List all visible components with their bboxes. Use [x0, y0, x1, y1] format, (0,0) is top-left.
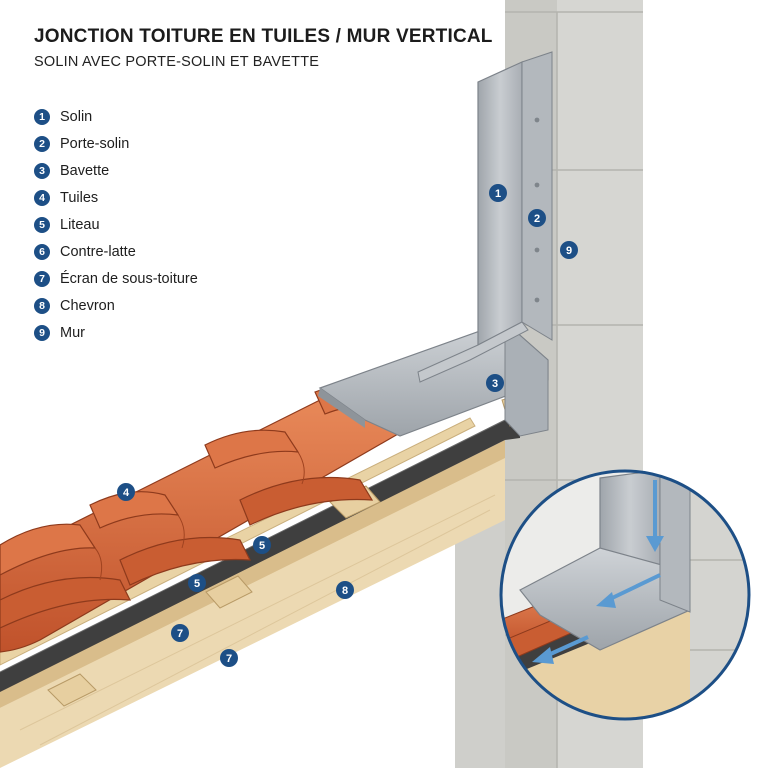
- roof-tiles: [0, 384, 407, 653]
- svg-text:7: 7: [177, 628, 183, 640]
- legend-number-badge: 1: [34, 108, 50, 125]
- legend-label: Liteau: [60, 216, 100, 233]
- callout-7-upper: 7: [171, 624, 189, 642]
- svg-text:4: 4: [123, 487, 130, 499]
- legend-number-badge: 4: [34, 189, 50, 206]
- callout-4: 4: [117, 483, 135, 501]
- legend-number-badge: 7: [34, 270, 50, 287]
- callout-1: 1: [489, 184, 507, 202]
- svg-text:9: 9: [566, 245, 572, 257]
- callout-3: 3: [486, 374, 504, 392]
- legend-item-tuiles: 4 Tuiles: [34, 184, 198, 211]
- legend-label: Chevron: [60, 297, 115, 314]
- legend-label: Tuiles: [60, 189, 99, 206]
- legend-item-solin: 1 Solin: [34, 103, 198, 130]
- legend-number-badge: 6: [34, 243, 50, 260]
- legend-item-chevron: 8 Chevron: [34, 292, 198, 319]
- legend-item-ecran: 7 Écran de sous-toiture: [34, 265, 198, 292]
- page-subtitle: SOLIN AVEC PORTE-SOLIN ET BAVETTE: [34, 54, 320, 70]
- svg-text:5: 5: [259, 540, 265, 552]
- legend-label: Bavette: [60, 162, 110, 179]
- callout-8: 8: [336, 581, 354, 599]
- legend-number-badge: 9: [34, 324, 50, 341]
- apron-flashing: [318, 320, 549, 437]
- rafter: [0, 440, 505, 768]
- legend-item-contre-latte: 6 Contre-latte: [34, 238, 198, 265]
- svg-text:1: 1: [495, 188, 501, 200]
- svg-text:2: 2: [534, 213, 540, 225]
- flashing-holder: [521, 51, 553, 341]
- svg-text:8: 8: [342, 585, 348, 597]
- callout-7-lower: 7: [220, 649, 238, 667]
- water-flow-arrows: [532, 480, 664, 664]
- legend: 1 Solin 2 Porte-solin 3 Bavette 4 Tuiles…: [34, 103, 198, 346]
- page-title: JONCTION TOITURE EN TUILES / MUR VERTICA…: [34, 26, 493, 47]
- svg-text:3: 3: [492, 378, 498, 390]
- legend-label: Solin: [60, 108, 93, 125]
- legend-label: Porte-solin: [60, 135, 130, 152]
- legend-item-bavette: 3 Bavette: [34, 157, 198, 184]
- legend-number-badge: 5: [34, 216, 50, 233]
- legend-item-mur: 9 Mur: [34, 319, 198, 346]
- svg-text:5: 5: [194, 578, 200, 590]
- legend-label: Contre-latte: [60, 243, 136, 260]
- callout-2: 2: [528, 209, 546, 227]
- svg-text:7: 7: [226, 653, 232, 665]
- legend-number-badge: 2: [34, 135, 50, 152]
- underlay-membrane: [0, 419, 520, 692]
- legend-label: Mur: [60, 324, 85, 341]
- callout-5-lower: 5: [188, 574, 206, 592]
- legend-number-badge: 3: [34, 162, 50, 179]
- legend-label: Écran de sous-toiture: [60, 270, 198, 287]
- callout-5-upper: 5: [253, 536, 271, 554]
- legend-number-badge: 8: [34, 297, 50, 314]
- callout-9: 9: [560, 241, 578, 259]
- legend-item-liteau: 5 Liteau: [34, 211, 198, 238]
- counter-flashing: [417, 61, 529, 383]
- legend-item-porte-solin: 2 Porte-solin: [34, 130, 198, 157]
